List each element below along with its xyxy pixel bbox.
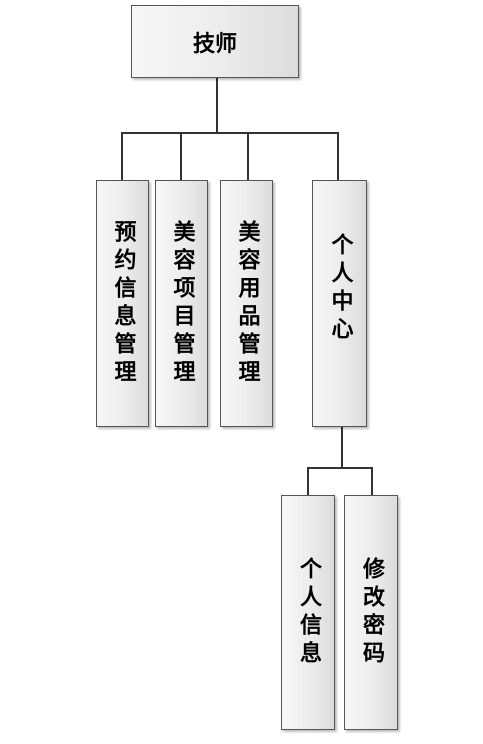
connector-child3 [247, 132, 249, 180]
node-beauty-supplies-management-label: 美容用品管理 [234, 219, 260, 388]
connector-child1 [121, 132, 123, 180]
node-personal-info: 个人信息 [281, 495, 335, 730]
node-personal-center: 个人中心 [312, 180, 367, 427]
connector-level1-horizontal [121, 132, 339, 134]
node-appointment-management-label: 预约信息管理 [110, 219, 136, 388]
node-beauty-project-management: 美容项目管理 [155, 180, 208, 427]
connector-root-down [216, 78, 218, 133]
root-node: 技师 [131, 5, 299, 78]
connector-child4 [337, 132, 339, 180]
node-personal-center-label: 个人中心 [327, 233, 353, 345]
node-change-password: 修改密码 [344, 495, 398, 730]
node-appointment-management: 预约信息管理 [96, 180, 149, 427]
connector-center-down [341, 426, 343, 468]
connector-level2-horizontal [307, 467, 373, 469]
connector-sub1 [307, 467, 309, 495]
node-beauty-supplies-management: 美容用品管理 [220, 180, 273, 427]
root-node-label: 技师 [192, 31, 237, 57]
node-personal-info-label: 个人信息 [296, 556, 321, 669]
connector-sub2 [371, 467, 373, 495]
connector-child2 [180, 132, 182, 180]
node-change-password-label: 修改密码 [359, 556, 384, 669]
node-beauty-project-management-label: 美容项目管理 [169, 219, 195, 388]
